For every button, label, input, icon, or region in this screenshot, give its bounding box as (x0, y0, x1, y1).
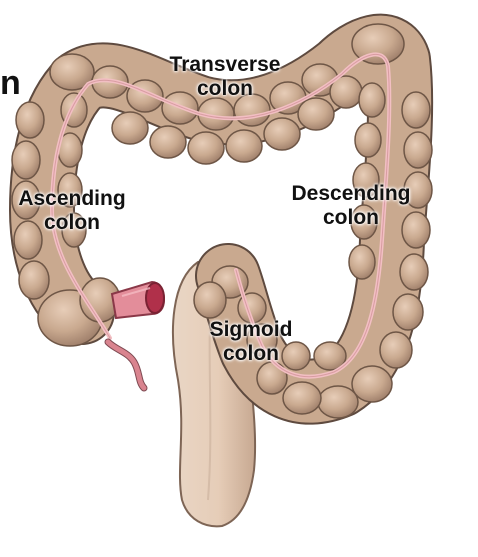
label-transverse-colon: Transverse colon (169, 53, 281, 100)
label-ascending-colon: Ascending colon (18, 187, 126, 234)
haustra (11, 23, 433, 419)
ileum-lumen (145, 282, 165, 314)
label-sigmoid-colon: Sigmoid colon (209, 318, 293, 365)
label-descending-colon: Descending colon (291, 182, 411, 229)
title-fragment: n (0, 64, 21, 102)
